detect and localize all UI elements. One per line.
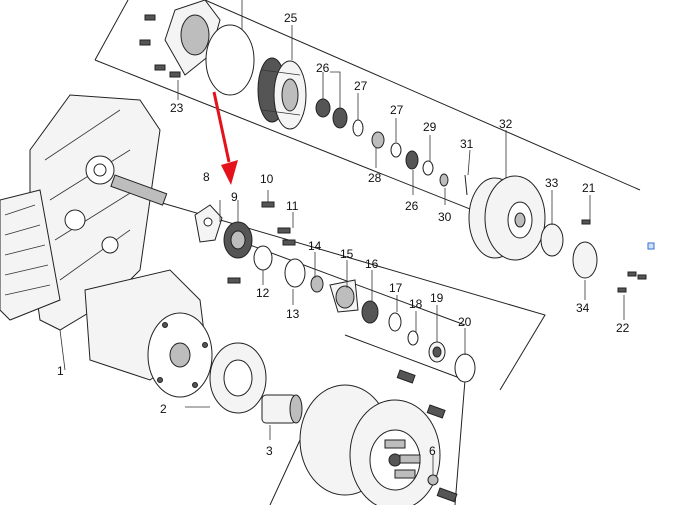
bushing-3 — [261, 394, 303, 440]
bearing-16 — [361, 300, 379, 324]
bearing-19 — [428, 341, 446, 363]
screws-10-11 — [227, 201, 296, 284]
plate-33 — [540, 223, 564, 257]
label-33: 33 — [545, 176, 559, 190]
label-23: 23 — [170, 101, 184, 115]
label-14: 14 — [308, 239, 322, 253]
snap-ring-17 — [388, 312, 402, 332]
label-13: 13 — [286, 307, 300, 321]
label-30: 30 — [438, 210, 452, 224]
ring-12 — [253, 245, 273, 271]
seal-20 — [454, 353, 476, 383]
label-11: 11 — [286, 199, 299, 213]
output-hub — [299, 369, 458, 505]
callout-labels: 1 2 3 6 8 9 10 11 12 13 14 15 16 17 18 1… — [57, 11, 630, 458]
label-34: 34 — [576, 301, 590, 315]
label-21: 21 — [582, 181, 596, 195]
clutch-pack-25 — [257, 57, 307, 130]
label-8: 8 — [203, 170, 210, 184]
label-2: 2 — [160, 402, 167, 416]
label-19: 19 — [430, 291, 444, 305]
label-10: 10 — [260, 172, 274, 186]
label-6: 6 — [429, 444, 436, 458]
drum-32 — [468, 175, 546, 261]
label-17: 17 — [389, 281, 403, 295]
marker-square — [647, 242, 655, 250]
label-16: 16 — [365, 257, 379, 271]
bearing-housing-15 — [329, 279, 359, 313]
label-9: 9 — [231, 190, 238, 204]
label-26: 26 — [405, 199, 419, 213]
red-arrow — [212, 91, 238, 185]
label-32: 32 — [499, 117, 513, 131]
label-28: 28 — [368, 171, 382, 185]
spacer-14 — [310, 275, 324, 293]
seal-9 — [223, 221, 253, 259]
flange-34 — [572, 241, 598, 279]
cover-23 — [139, 0, 255, 96]
label-15: 15 — [340, 247, 354, 261]
label-26-top: 26 — [316, 61, 330, 75]
label-3: 3 — [266, 444, 273, 458]
leader-lines — [177, 0, 625, 475]
label-27-top: 27 — [354, 79, 368, 93]
ring-13 — [284, 258, 306, 288]
label-29: 29 — [423, 120, 437, 134]
gearbox-housing — [0, 94, 213, 398]
label-25: 25 — [284, 11, 298, 25]
label-18: 18 — [409, 297, 423, 311]
label-22: 22 — [616, 321, 630, 335]
label-20: 20 — [458, 315, 472, 329]
label-1: 1 — [57, 364, 64, 378]
label-31: 31 — [460, 137, 474, 151]
ring-18 — [407, 330, 419, 346]
label-12: 12 — [256, 286, 270, 300]
label-27: 27 — [390, 103, 404, 117]
